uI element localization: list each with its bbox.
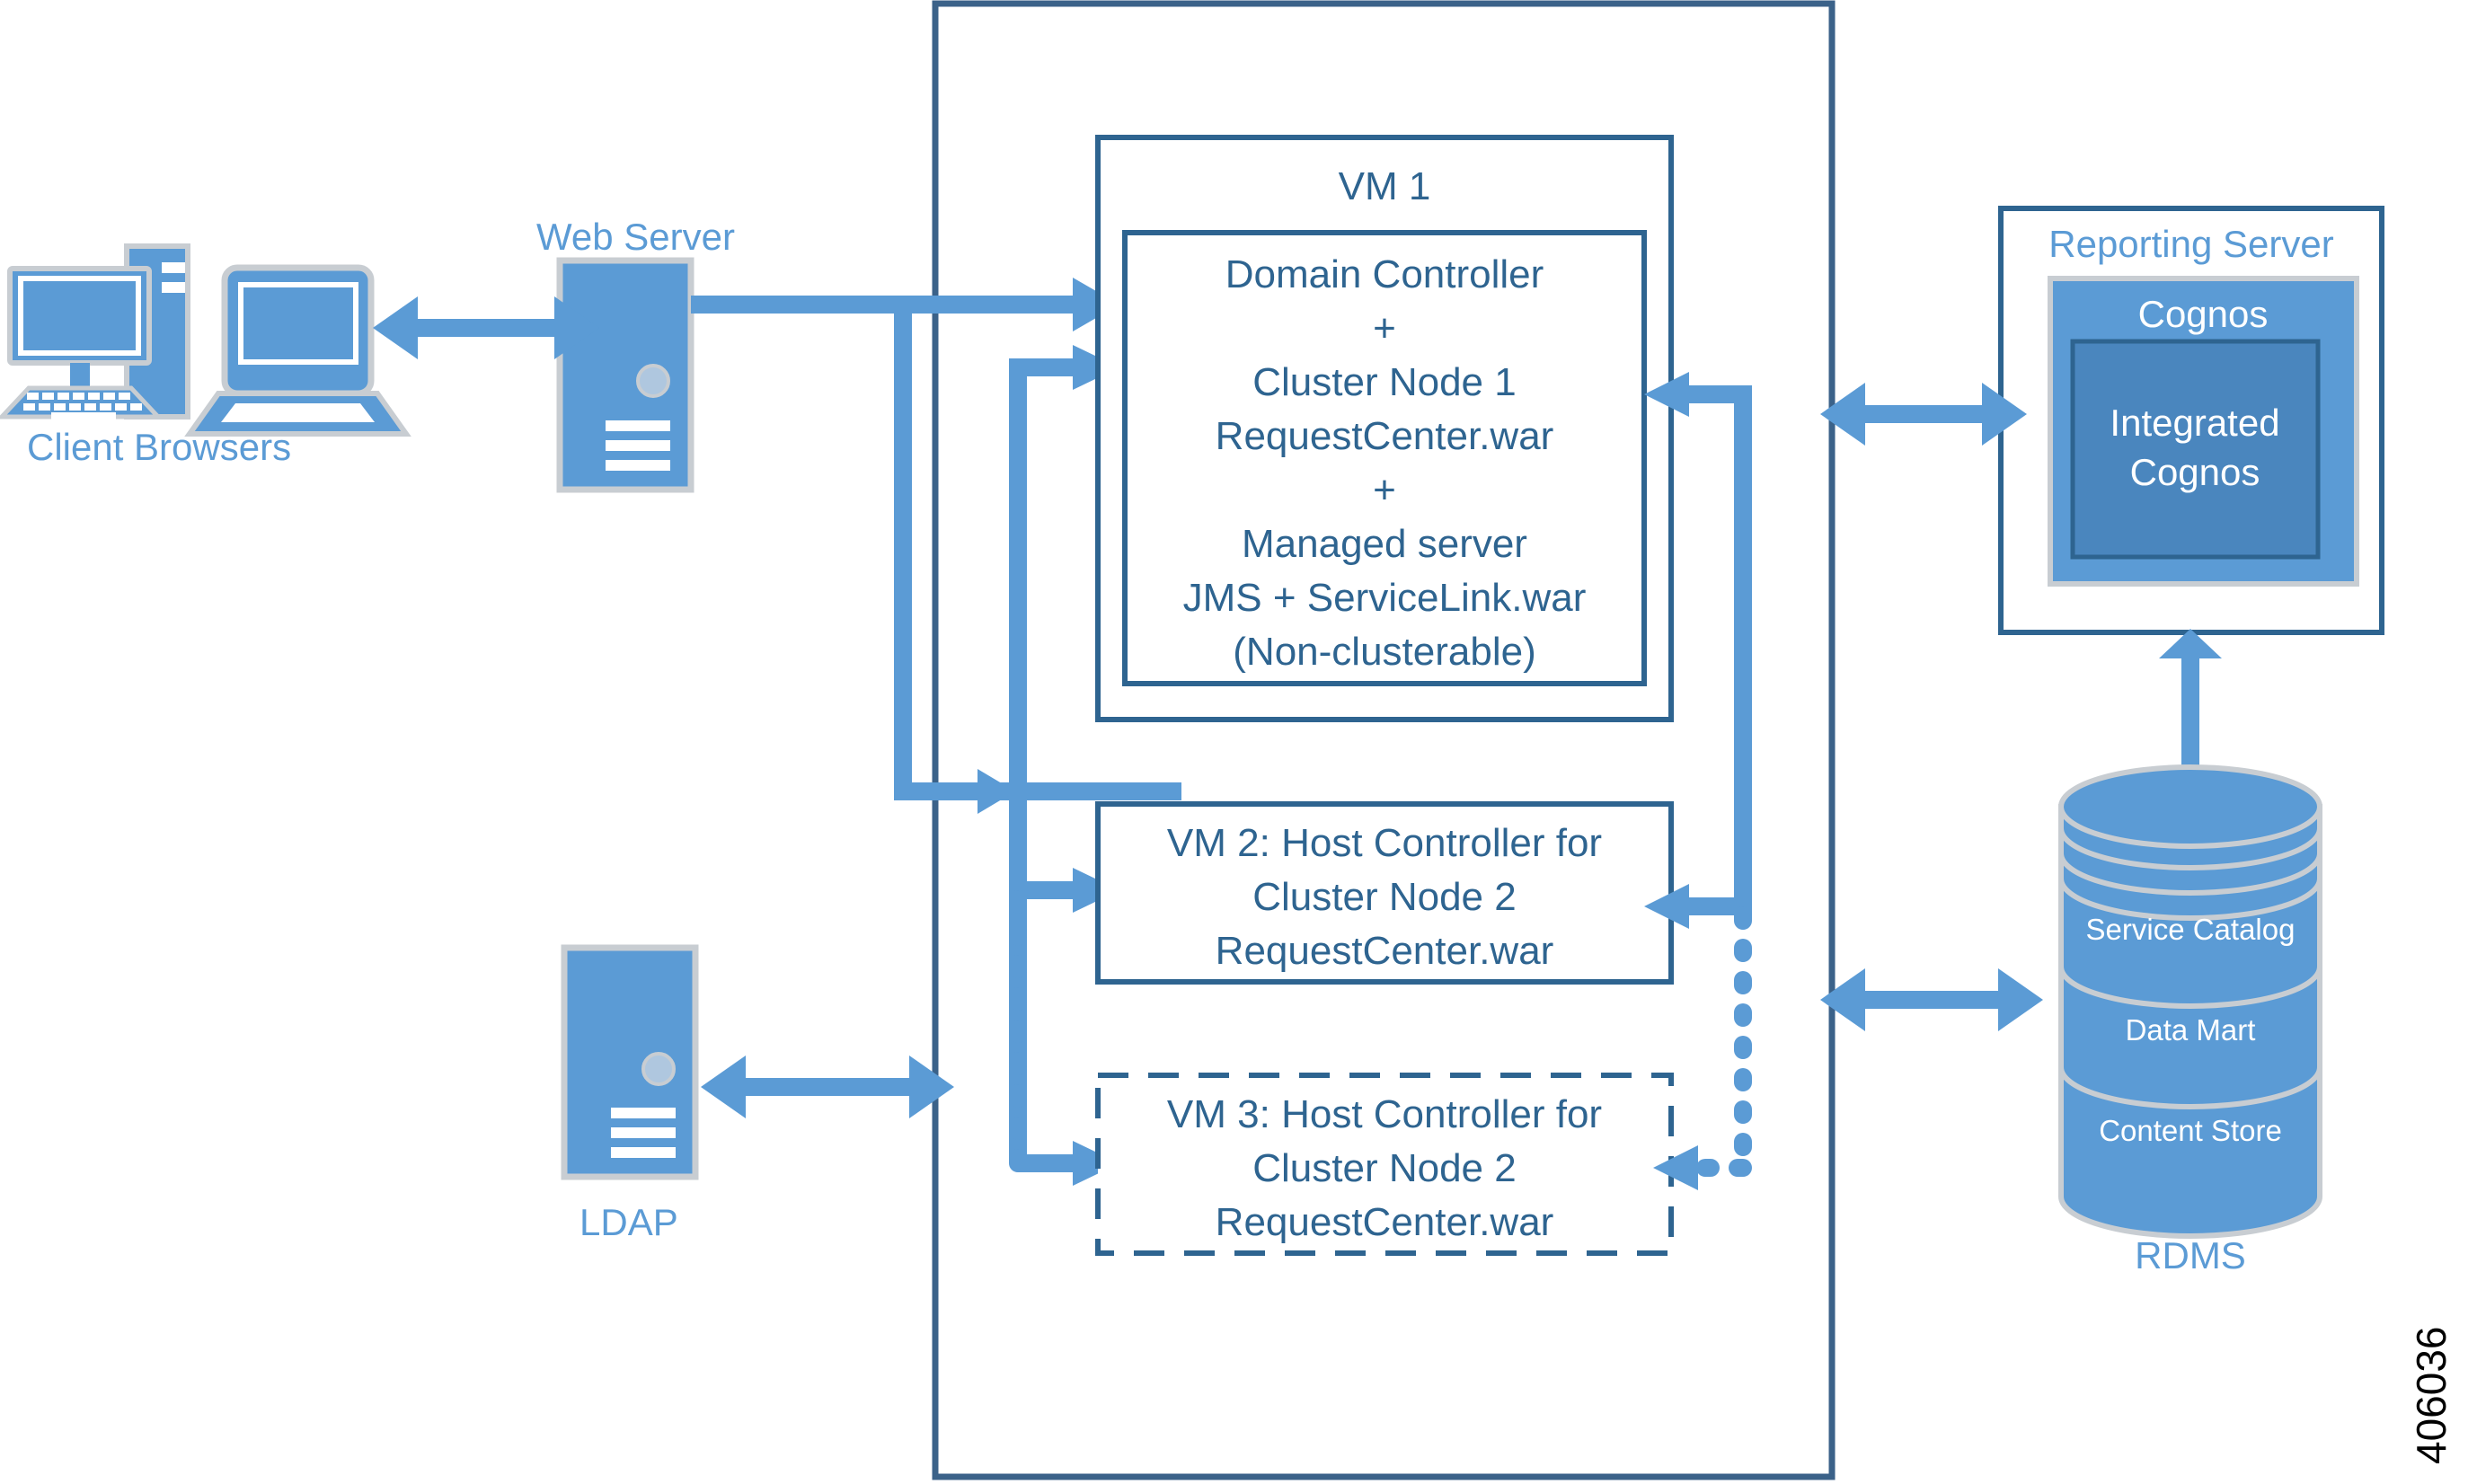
laptop-icon <box>184 264 411 437</box>
vm3-box: VM 3: Host Controller for Cluster Node 2… <box>1095 1073 1674 1256</box>
right-connector-network <box>1644 372 1752 1190</box>
vm1-line-3: RequestCenter.war <box>1216 414 1554 458</box>
database-cylinder-icon: Service Catalog Data Mart Content Store <box>2058 764 2322 1239</box>
db-band-2: Content Store <box>2099 1114 2282 1147</box>
vm1-line-6: JMS + ServiceLink.war <box>1183 576 1587 620</box>
vm1-line-5: Managed server <box>1242 522 1527 566</box>
vm2-line-1: Cluster Node 2 <box>1252 875 1516 919</box>
cognos-label: Cognos <box>2138 293 2269 335</box>
vm1-inner-box <box>1122 230 1647 686</box>
server-tower-icon-web <box>556 257 694 493</box>
integrated-cognos-line-0: Integrated <box>2110 402 2279 444</box>
integrated-cognos-line-1: Cognos <box>2130 451 2260 493</box>
vm2-box: VM 2: Host Controller for Cluster Node 2… <box>1095 801 1674 985</box>
web-server-group: Web Server <box>536 216 735 493</box>
reporting-server-label: Reporting Server <box>2048 223 2333 265</box>
reporting-server-box: Reporting Server Cognos Integrated Cogno… <box>1998 206 2384 635</box>
vm3-line-2: RequestCenter.war <box>1216 1200 1554 1244</box>
ldap-label: LDAP <box>579 1201 678 1243</box>
virtual-host-container <box>932 0 1836 1480</box>
db-band-0: Service Catalog <box>2086 913 2296 946</box>
arrow-container-to-reporting <box>1820 383 2027 446</box>
server-tower-icon-ldap <box>561 944 699 1180</box>
arrow-container-to-database <box>1820 968 2043 1031</box>
integrated-cognos-box <box>2070 339 2321 560</box>
vm3-line-1: Cluster Node 2 <box>1252 1146 1516 1190</box>
arrow-clients-to-webserver <box>373 296 599 359</box>
client-browsers-icon-group: Client Browsers <box>0 243 411 468</box>
vm1-line-7: (Non-clusterable) <box>1233 630 1535 674</box>
vm1-box: VM 1 Domain Controller + Cluster Node 1 … <box>1095 135 1674 722</box>
corner-reference-number: 406036 <box>2408 1327 2455 1465</box>
vm1-title: VM 1 <box>1339 164 1431 208</box>
db-band-1: Data Mart <box>2126 1013 2256 1047</box>
vm1-line-4: + <box>1373 468 1396 512</box>
vm3-line-0: VM 3: Host Controller for <box>1167 1092 1602 1136</box>
client-browsers-label: Client Browsers <box>27 426 291 468</box>
vm2-line-2: RequestCenter.war <box>1216 929 1554 973</box>
ldap-server-group: LDAP <box>561 944 699 1243</box>
desktop-computer-icon <box>0 243 190 420</box>
vm1-line-1: + <box>1373 306 1396 350</box>
web-server-label: Web Server <box>536 216 735 258</box>
rdms-label: RDMS <box>2135 1234 2246 1276</box>
arrow-ldap-to-container <box>701 1056 954 1118</box>
vm2-line-0: VM 2: Host Controller for <box>1167 821 1602 865</box>
vm1-line-2: Cluster Node 1 <box>1252 360 1516 404</box>
vm1-line-0: Domain Controller <box>1225 252 1544 296</box>
